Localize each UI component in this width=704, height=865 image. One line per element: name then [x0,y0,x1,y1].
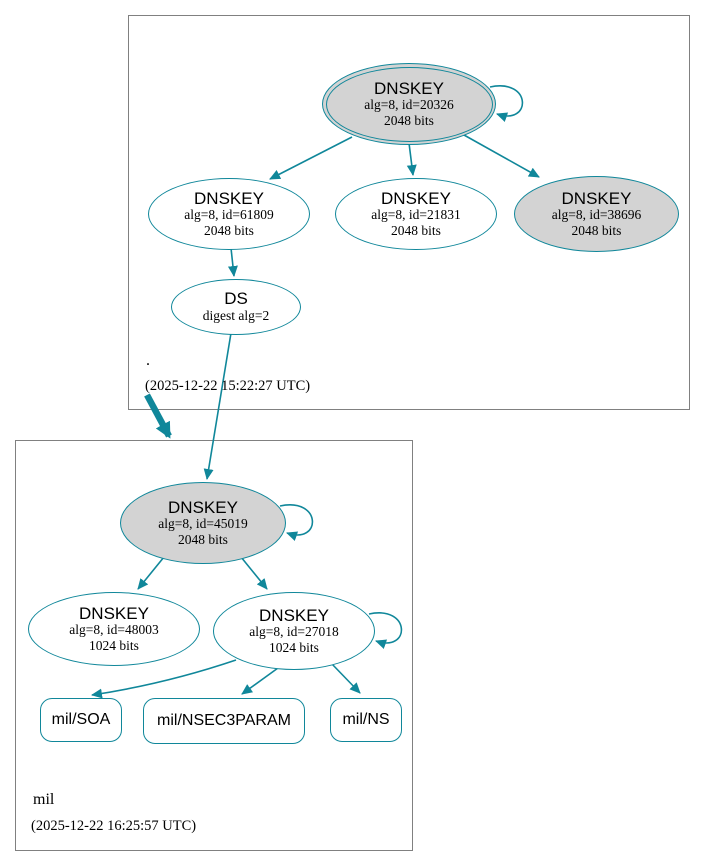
zone-timestamp-mil: (2025-12-22 16:25:57 UTC) [31,818,197,834]
node-title: DNSKEY [168,497,238,517]
dnskey-node-48003: DNSKEY alg=8, id=48003 1024 bits [28,592,200,666]
node-title: DNSKEY [79,603,149,623]
zone-label-mil: mil [33,791,55,808]
rrset-mil-nsec3param: mil/NSEC3PARAM [143,698,305,744]
node-alg-id: alg=8, id=38696 [551,207,642,223]
dnskey-node-21831: DNSKEY alg=8, id=21831 2048 bits [335,178,497,250]
node-title: DNSKEY [381,188,451,208]
node-bits: 1024 bits [89,637,139,653]
dnskey-node-45019-ksk: DNSKEY alg=8, id=45019 2048 bits [120,482,286,564]
zone-box-root [128,15,690,410]
node-digest: digest alg=2 [202,308,270,324]
node-title: DNSKEY [561,188,632,208]
zone-label-root: . [146,352,150,369]
ds-node: DS digest alg=2 [171,279,301,335]
node-bits: 2048 bits [571,222,622,238]
node-alg-id: alg=8, id=48003 [69,622,159,638]
node-title: DNSKEY [194,188,264,208]
dnskey-node-27018: DNSKEY alg=8, id=27018 1024 bits [213,592,375,670]
node-bits: 2048 bits [178,531,228,547]
rrset-mil-soa: mil/SOA [40,698,122,742]
node-bits: 1024 bits [269,639,319,655]
node-title: DS [224,289,248,309]
node-title: DNSKEY [374,78,444,98]
rrset-mil-ns: mil/NS [330,698,402,742]
dnskey-node-38696: DNSKEY alg=8, id=38696 2048 bits [514,176,679,252]
node-bits: 2048 bits [391,222,441,238]
node-alg-id: alg=8, id=20326 [364,97,454,113]
node-alg-id: alg=8, id=21831 [371,207,461,223]
node-bits: 2048 bits [204,222,254,238]
dnskey-node-20326-ksk: DNSKEY alg=8, id=20326 2048 bits [322,63,496,145]
node-alg-id: alg=8, id=45019 [158,516,248,532]
node-title: DNSKEY [259,605,329,625]
node-alg-id: alg=8, id=27018 [249,624,339,640]
zone-timestamp-root: (2025-12-22 15:22:27 UTC) [145,378,311,394]
node-alg-id: alg=8, id=61809 [184,207,274,223]
dnskey-node-61809: DNSKEY alg=8, id=61809 2048 bits [148,178,310,250]
node-bits: 2048 bits [384,112,434,128]
